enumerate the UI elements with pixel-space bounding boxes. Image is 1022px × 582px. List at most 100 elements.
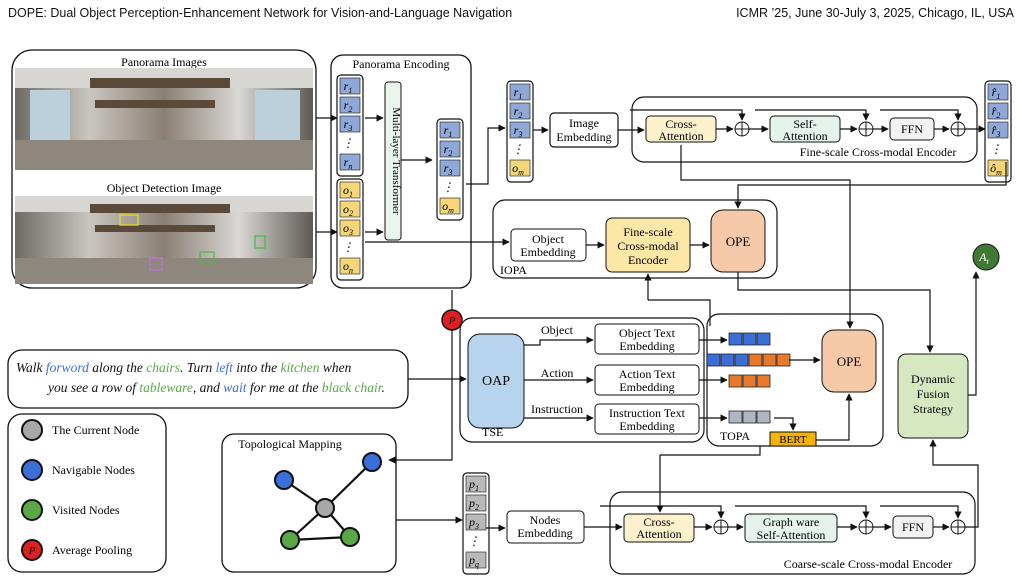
panorama-image xyxy=(15,68,313,170)
stack-rm-token-sub: 3 xyxy=(447,168,452,177)
stack-rhat-token-label: ⋮ xyxy=(990,142,1002,156)
panorama-images-label: Panorama Images xyxy=(121,55,207,69)
navigable-node xyxy=(362,452,382,472)
stack-r-token xyxy=(339,77,361,95)
stack-p-token-char: p xyxy=(468,496,475,510)
topa-feature-cell xyxy=(742,374,757,388)
topa-label: TOPA xyxy=(720,429,750,443)
stack-o-token-sub: 2 xyxy=(349,209,353,218)
nodes-embedding-l2: Embedding xyxy=(517,526,572,540)
stack-o-token-label: o3 xyxy=(343,221,353,237)
stack-rm2-token xyxy=(509,102,531,120)
object-text-emb-l1: Object Text xyxy=(619,326,676,340)
bert-label: BERT xyxy=(779,434,807,446)
stack-rm2-token-char: r xyxy=(514,123,519,137)
stack-r-token-char: r xyxy=(344,79,349,93)
visited-node xyxy=(340,527,360,547)
instruction-line-2: you see a row of tableware, and wait for… xyxy=(46,380,385,395)
topological-mapping-label: Topological Mapping xyxy=(238,437,341,451)
navigable-node xyxy=(274,470,294,490)
stack-rm2-token xyxy=(509,83,531,101)
object-detection-label: Object Detection Image xyxy=(107,181,222,195)
topa-feature-bars xyxy=(706,332,791,424)
stack-rm2-token-char: ⋮ xyxy=(512,142,524,156)
instruction-word: , and xyxy=(193,380,223,395)
stack-p-token-char: p xyxy=(468,515,475,529)
legend-swatch xyxy=(21,499,43,521)
stack-p-token-char: p xyxy=(468,553,475,567)
stack-rhat-token-sub: 2 xyxy=(996,111,1000,120)
fine-self-attention-l1: Self- xyxy=(793,117,816,131)
topa-feature-cell xyxy=(756,374,771,388)
object-text-emb-l2: Embedding xyxy=(619,339,674,353)
stack-rm2-token-label: r3 xyxy=(514,123,523,139)
average-pooling-symbol: P xyxy=(448,315,456,327)
instruction-text-emb-l1: Instruction Text xyxy=(609,406,686,420)
dynamic-fusion-l3: Strategy xyxy=(913,402,953,416)
stack-p-token-sub: q xyxy=(475,560,479,569)
stack-rhat-token-label: r̂1 xyxy=(992,85,1001,101)
stack-rm-token-label: r3 xyxy=(444,161,453,177)
legend-swatch xyxy=(21,419,43,441)
graph-aware-l2: Self-Attention xyxy=(757,528,826,542)
coarse-add-3-plus xyxy=(951,520,965,534)
stack-r-token-label: r2 xyxy=(344,98,353,114)
coarse-add-2-plus xyxy=(859,520,873,534)
object-embedding-l2: Embedding xyxy=(520,245,575,259)
stack-rm2-token-char: o xyxy=(512,161,518,175)
legend-label: Visited Nodes xyxy=(52,503,120,517)
stack-rhat-token xyxy=(987,121,1009,139)
stack-p-token-sub: 3 xyxy=(474,522,479,531)
rhat-token-stack: r̂1r̂2r̂3⋮ôm xyxy=(984,80,1012,183)
instruction-word: kitchen xyxy=(281,360,320,375)
action-text-emb-l1: Action Text xyxy=(619,367,676,381)
stack-rm-token-label: r1 xyxy=(444,123,453,139)
stack-rm2-token-label: om xyxy=(512,161,524,177)
stack-rm-token-char: ⋮ xyxy=(442,180,454,194)
stack-rm-token-sub: 2 xyxy=(448,149,452,158)
stack-o-token xyxy=(339,181,361,199)
stack-rm2-token-char: r xyxy=(514,104,519,118)
fine-encoder-label: Fine-scale Cross-modal Encoder xyxy=(800,145,957,159)
stack-rm-token-sub: m xyxy=(448,206,454,215)
stack-r-token xyxy=(339,115,361,133)
topa-feature-cell xyxy=(762,353,777,367)
stack-o-token-char: ⋮ xyxy=(342,240,354,254)
tse-label: TSE xyxy=(482,425,503,439)
stack-rm2-token-label: r2 xyxy=(514,104,523,120)
stack-p-token-label: pq xyxy=(468,553,479,569)
instruction-word: Walk xyxy=(16,360,46,375)
bert-box xyxy=(769,431,817,447)
nodes-embedding-l1: Nodes xyxy=(530,513,561,527)
stack-p-token-label: p1 xyxy=(468,477,479,493)
stack-rhat-token-sub: 1 xyxy=(996,92,1000,101)
stack-rm-token-label: ⋮ xyxy=(442,180,454,194)
stack-rm2-token xyxy=(509,159,531,177)
stack-p-token xyxy=(465,475,487,493)
stack-rhat-token xyxy=(987,102,1009,120)
coarse-cross-attention-l2: Attention xyxy=(636,527,681,541)
panorama-encoding-label: Panorama Encoding xyxy=(353,57,450,71)
coarse-cross-attention xyxy=(623,513,695,543)
instruction-word: for me at the xyxy=(247,380,322,395)
stack-r-token-sub: n xyxy=(348,162,352,171)
stack-rhat-token-label: r̂2 xyxy=(992,104,1001,120)
graph-aware-l1: Graph ware xyxy=(763,515,819,529)
stack-p-token xyxy=(465,494,487,512)
dynamic-fusion-block xyxy=(897,353,969,439)
header-left: DOPE: Dual Object Perception-Enhancement… xyxy=(8,6,513,20)
topology-graph xyxy=(274,452,382,550)
dynamic-fusion-l2: Fusion xyxy=(917,387,950,401)
multi-layer-transformer xyxy=(384,81,402,241)
instruction-word: you see a row of xyxy=(46,380,139,395)
action-output-label: At xyxy=(978,250,989,266)
fine-add-2-plus xyxy=(859,122,873,136)
stack-p-token-label: p2 xyxy=(468,496,479,512)
topa-feature-cell xyxy=(728,332,743,346)
fine-cross-attention-l2: Attention xyxy=(658,129,703,143)
iopa-label: IOPA xyxy=(500,263,527,277)
